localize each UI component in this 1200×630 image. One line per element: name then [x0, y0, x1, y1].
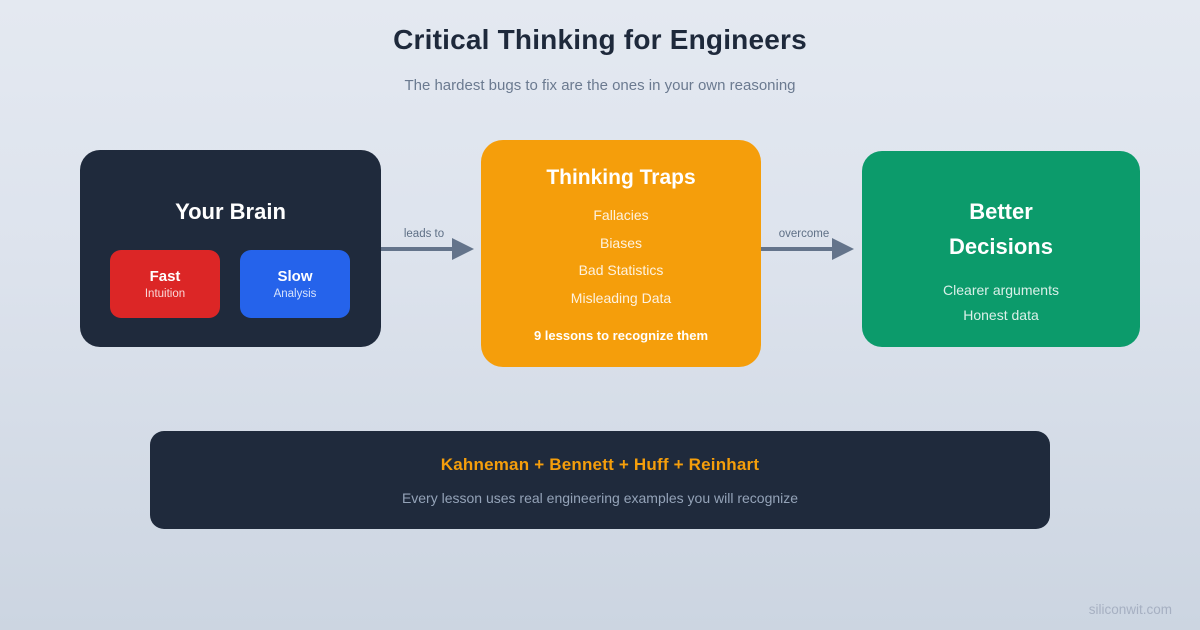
traps-item-biases: Biases [599, 234, 643, 251]
arrow-head-icon [452, 238, 474, 260]
leads-to-label: leads to [403, 228, 445, 240]
overcome-arrow: overcome [761, 227, 854, 273]
traps-item-misleading-data: Misleading Data [570, 289, 672, 306]
traps-item-fallacies: Fallacies [593, 207, 649, 223]
fast-label: Fast [149, 268, 181, 285]
watermark: siliconwit.com [1088, 602, 1172, 617]
arrow-line [381, 247, 452, 251]
thinking-traps-list: Fallacies Biases Bad Statistics Misleadi… [481, 202, 761, 312]
decisions-title-line2: Decisions [949, 234, 1053, 259]
thinking-traps-title: Thinking Traps [546, 166, 696, 189]
slow-analysis-chip: Slow Analysis [240, 250, 350, 318]
traps-footnote: 9 lessons to recognize them [533, 328, 709, 343]
overcome-label: overcome [778, 228, 830, 240]
better-decisions-title: Better Decisions [862, 194, 1140, 264]
decisions-item-honest-data: Honest data [963, 306, 1039, 323]
fast-intuition-chip: Fast Intuition [110, 250, 220, 318]
fast-sublabel: Intuition [144, 288, 186, 300]
your-brain-title: Your Brain [175, 199, 286, 224]
sources-footer-bar: Kahneman + Bennett + Huff + Reinhart Eve… [150, 431, 1050, 529]
thinking-traps-box: Thinking Traps Fallacies Biases Bad Stat… [481, 140, 761, 367]
arrow-head-icon [832, 238, 854, 260]
slow-label: Slow [277, 268, 313, 285]
decisions-item-clearer-arguments: Clearer arguments [943, 282, 1059, 298]
decisions-title-line1: Better [969, 199, 1033, 224]
footer-authors: Kahneman + Bennett + Huff + Reinhart [440, 454, 760, 474]
footer-tagline: Every lesson uses real engineering examp… [401, 489, 799, 506]
slow-sublabel: Analysis [273, 288, 317, 300]
page-subtitle: The hardest bugs to fix are the ones in … [404, 77, 796, 94]
leads-to-arrow: leads to [381, 227, 474, 273]
better-decisions-box: Better Decisions Clearer arguments Hones… [862, 151, 1140, 347]
decisions-list: Clearer arguments Honest data [862, 278, 1140, 327]
page-title: Critical Thinking for Engineers [393, 24, 807, 55]
your-brain-box: Your Brain Fast Intuition Slow Analysis [80, 150, 381, 347]
traps-item-bad-statistics: Bad Statistics [578, 262, 664, 278]
arrow-line [761, 247, 832, 251]
